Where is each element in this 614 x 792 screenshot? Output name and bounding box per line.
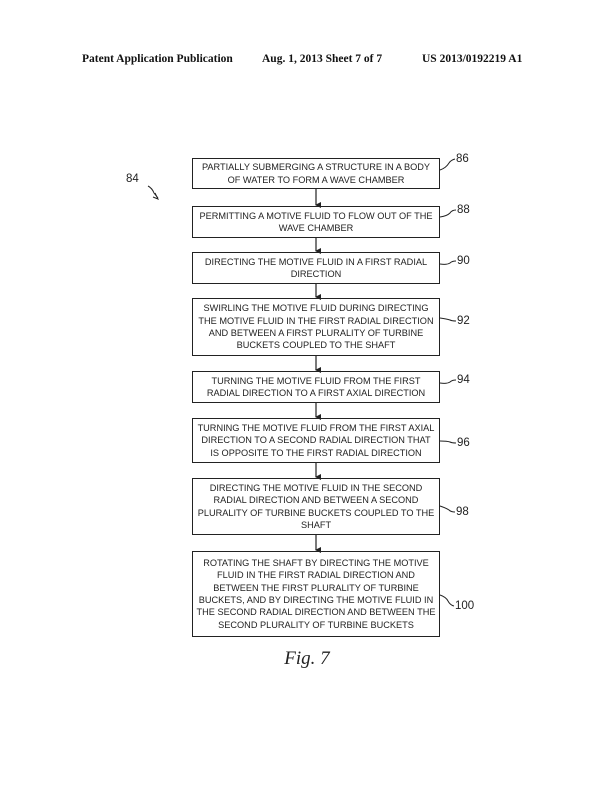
step-reference-label: 100: [455, 600, 475, 612]
overall-reference-label: 84: [126, 173, 139, 185]
step-box: PARTIALLY SUBMERGING A STRUCTURE IN A BO…: [192, 158, 440, 189]
step-text: DIRECTING THE MOTIVE FLUID IN A FIRST RA…: [204, 256, 428, 279]
step-text: TURNING THE MOTIVE FLUID FROM THE FIRST …: [206, 375, 426, 398]
step-reference-label: 86: [456, 153, 469, 165]
step-text: PERMITTING A MOTIVE FLUID TO FLOW OUT OF…: [199, 210, 433, 233]
leader-94: [439, 379, 457, 384]
step-reference-label: 90: [457, 255, 470, 267]
step-box: DIRECTING THE MOTIVE FLUID IN A FIRST RA…: [192, 252, 440, 284]
leader-100: [439, 594, 455, 607]
step-box: PERMITTING A MOTIVE FLUID TO FLOW OUT OF…: [192, 206, 440, 238]
step-text: TURNING THE MOTIVE FLUID FROM THE FIRST …: [197, 423, 435, 458]
leader-98: [439, 505, 456, 513]
step-reference-label: 96: [457, 437, 470, 449]
publication-number: US 2013/0192219 A1: [422, 53, 523, 65]
leader-92: [439, 317, 457, 322]
step-text: DIRECTING THE MOTIVE FLUID IN THE SECOND…: [197, 482, 435, 530]
leader-84: [147, 185, 159, 199]
step-text: SWIRLING THE MOTIVE FLUID DURING DIRECTI…: [198, 303, 434, 351]
figure-caption: Fig. 7: [284, 648, 330, 669]
step-box: TURNING THE MOTIVE FLUID FROM THE FIRST …: [192, 371, 440, 403]
leader-90: [439, 260, 457, 265]
publication-title: Patent Application Publication: [82, 53, 233, 65]
step-reference-label: 88: [457, 204, 470, 216]
step-box: TURNING THE MOTIVE FLUID FROM THE FIRST …: [192, 418, 440, 463]
step-text: ROTATING THE SHAFT BY DIRECTING THE MOTI…: [196, 558, 436, 630]
step-reference-label: 94: [457, 374, 470, 386]
step-reference-label: 98: [456, 506, 469, 518]
step-box: ROTATING THE SHAFT BY DIRECTING THE MOTI…: [192, 551, 440, 637]
leader-96: [439, 440, 457, 444]
step-reference-label: 92: [457, 315, 470, 327]
date-and-sheet: Aug. 1, 2013 Sheet 7 of 7: [262, 53, 383, 65]
leader-88: [439, 209, 457, 218]
leader-84-arrow: [152, 192, 160, 200]
step-box: SWIRLING THE MOTIVE FLUID DURING DIRECTI…: [192, 298, 440, 356]
leader-86: [439, 158, 456, 171]
step-text: PARTIALLY SUBMERGING A STRUCTURE IN A BO…: [201, 162, 431, 185]
step-box: DIRECTING THE MOTIVE FLUID IN THE SECOND…: [192, 478, 440, 535]
